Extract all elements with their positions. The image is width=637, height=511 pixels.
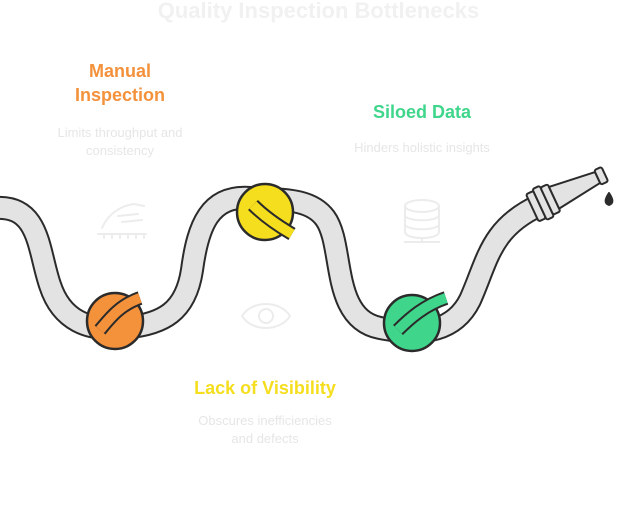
hand-scanning-icon bbox=[97, 203, 147, 239]
lack-of-visibility-desc-line1: Obscures inefficiencies bbox=[198, 413, 332, 428]
lack-of-visibility-description: Obscures inefficiencies and defects bbox=[160, 412, 370, 448]
manual-inspection-description: Limits throughput and consistency bbox=[20, 124, 220, 160]
database-icon bbox=[404, 199, 440, 243]
siloed-data-heading: Siloed Data bbox=[372, 102, 472, 122]
lack-of-visibility-desc-line2: and defects bbox=[231, 431, 299, 446]
siloed-data-description: Hinders holistic insights bbox=[354, 140, 490, 155]
knot-green bbox=[382, 291, 449, 353]
manual-inspection-heading: Manual Inspection bbox=[40, 59, 200, 107]
diagram-title: Quality Inspection Bottlenecks bbox=[157, 0, 480, 23]
knot-orange bbox=[85, 291, 145, 351]
lack-of-visibility-heading: Lack of Visibility bbox=[194, 378, 336, 398]
eye-icon bbox=[240, 303, 292, 329]
nozzle bbox=[525, 166, 614, 222]
manual-inspection-desc-line2: consistency bbox=[86, 143, 154, 158]
manual-inspection-heading-line2: Inspection bbox=[74, 85, 165, 105]
manual-inspection-heading-line1: Manual bbox=[88, 61, 151, 81]
manual-inspection-desc-line1: Limits throughput and bbox=[57, 125, 183, 140]
knot-yellow bbox=[235, 182, 296, 242]
